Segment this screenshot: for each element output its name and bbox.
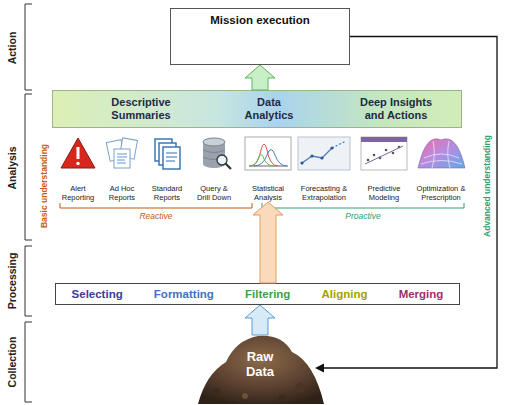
surface-grid — [421, 141, 462, 168]
alert-icon — [61, 138, 95, 168]
analytics-icon: Query & Drill Down — [193, 134, 235, 202]
alert-mark — [77, 147, 80, 159]
panel — [361, 137, 407, 170]
predictive-icon — [361, 137, 407, 170]
band-heading: Deep Insights and Actions — [351, 96, 441, 122]
action-bracket — [25, 4, 32, 90]
trend-line — [302, 148, 332, 163]
page — [163, 147, 180, 169]
arrow-head — [315, 364, 324, 373]
icon-caption: Alert Reporting — [55, 185, 101, 202]
analytics-icon: Forecasting & Extrapolation — [295, 134, 353, 202]
ad-hoc-icon — [106, 138, 137, 168]
icon-caption: Forecasting & Extrapolation — [295, 185, 353, 202]
alert-triangle — [61, 138, 95, 168]
collection-bracket — [25, 322, 32, 402]
optimization-icon — [418, 139, 465, 168]
processing-step: Merging — [399, 288, 444, 300]
analytics-icon: Optimization & Prescription — [412, 134, 470, 202]
bell-curve — [249, 155, 274, 167]
understanding-label: Advanced understanding — [482, 135, 492, 237]
flow-arrow — [245, 305, 275, 335]
analytics-icon: Ad Hoc Reports — [100, 134, 144, 202]
processing-box: Selecting Formatting Filtering Aligning Merg… — [55, 283, 460, 305]
mission-title: Mission execution — [171, 14, 349, 26]
scatter-dot — [392, 152, 395, 155]
stage-label: Action — [6, 32, 18, 65]
processing-step: Selecting — [72, 288, 123, 300]
standard-reports-icon — [155, 139, 180, 169]
dirt-clump — [295, 383, 305, 393]
analytics-band: Descriptive Summaries Data Analytics Deep … — [52, 90, 462, 128]
dirt-clump — [279, 395, 286, 402]
mode-label: Proactive — [345, 211, 380, 221]
raw-data-pile: Raw Data — [205, 335, 315, 401]
dirt-pile — [198, 336, 324, 404]
icon-caption: Query & Drill Down — [193, 185, 235, 202]
stage-label: Processing — [6, 253, 18, 310]
dirt-clump — [242, 393, 248, 399]
page — [114, 149, 130, 168]
icon-caption: Statistical Analysis — [241, 185, 295, 202]
band-heading: Data Analytics — [234, 96, 304, 122]
surface — [418, 139, 465, 168]
scatter-dot — [385, 149, 388, 152]
icon-caption: Standard Reports — [144, 185, 190, 202]
feedback-line — [324, 37, 497, 369]
stage-label: Analysis — [6, 146, 18, 189]
analytics-icon: Standard Reports — [144, 134, 190, 202]
data-dot — [310, 154, 313, 157]
chart-frame — [298, 137, 350, 170]
mode-label: Reactive — [139, 211, 172, 221]
alert-dot — [76, 162, 79, 165]
feedback-arrow — [315, 37, 497, 373]
data-dot — [320, 156, 323, 159]
forecasting-icon — [298, 137, 350, 170]
page-lines — [117, 154, 127, 163]
magnifier-handle — [226, 164, 232, 170]
flow-arrow — [245, 65, 275, 90]
proactive-bracket — [262, 203, 464, 208]
analytics-icon: Statistical Analysis — [241, 134, 295, 202]
page-lines — [166, 153, 177, 161]
model-line — [365, 146, 403, 164]
analytics-icon: Alert Reporting — [55, 134, 101, 202]
scatter-dot — [367, 159, 370, 162]
mission-box: Mission execution — [170, 8, 350, 65]
stage-brackets — [25, 4, 32, 402]
database-top — [203, 138, 225, 146]
processing-step: Aligning — [322, 288, 368, 300]
analysis-bracket — [25, 94, 32, 240]
panel-header — [361, 137, 407, 142]
query-icon — [203, 138, 231, 169]
data-dot — [330, 146, 333, 149]
scatter-dot — [373, 154, 376, 157]
raw-data-text: Raw Data — [235, 350, 285, 380]
dirt-clump — [212, 388, 220, 396]
forecast-line — [332, 141, 346, 148]
data-dot — [300, 161, 303, 164]
icon-caption: Optimization & Prescription — [412, 185, 470, 202]
statistical-icon — [245, 137, 291, 170]
analytics-icon: Predictive Modeling — [355, 134, 413, 202]
stage-label: Collection — [6, 337, 18, 388]
band-heading: Descriptive Summaries — [91, 96, 191, 122]
raw-data-mound — [198, 336, 324, 404]
reactive-bracket — [60, 203, 252, 208]
chart-frame — [245, 137, 291, 170]
processing-step: Filtering — [245, 288, 290, 300]
processing-step: Formatting — [154, 288, 214, 300]
icon-caption: Predictive Modeling — [355, 185, 413, 202]
icon-caption: Ad Hoc Reports — [100, 185, 144, 202]
bell-curve — [250, 144, 278, 166]
flow-arrow — [253, 202, 283, 283]
processing-bracket — [25, 246, 32, 316]
understanding-label: Basic understanding — [39, 144, 49, 228]
